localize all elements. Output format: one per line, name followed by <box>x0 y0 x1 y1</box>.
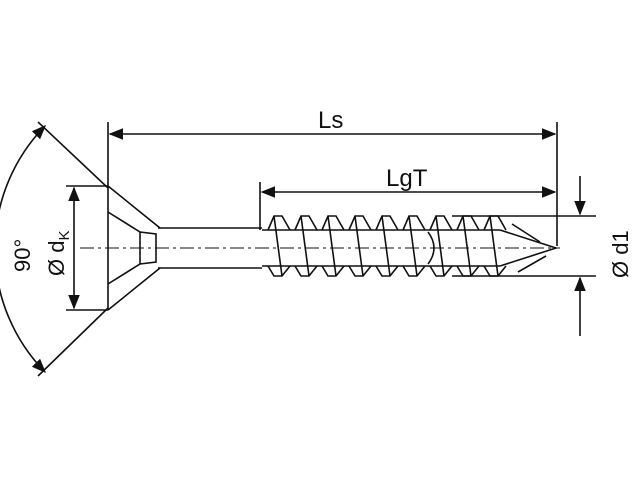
thread-crests <box>267 215 507 277</box>
thread-crest <box>321 215 345 277</box>
thread-diameter-dimension <box>500 176 596 336</box>
ls-label: Ls <box>318 107 343 134</box>
head-countersink <box>107 185 161 311</box>
thread-crest <box>267 215 291 277</box>
angle-extension-top <box>37 121 109 189</box>
screw-thread <box>262 215 559 277</box>
head-diameter-subscript: K <box>56 231 73 241</box>
thread-crest <box>483 215 507 277</box>
screw-shank <box>158 227 262 269</box>
angle-arc <box>0 124 47 374</box>
angle-label: 90° <box>10 239 35 272</box>
head-diameter-dimension <box>66 185 108 311</box>
angle-extension-bottom <box>37 307 109 377</box>
thread-crest <box>375 215 399 277</box>
thread-crest <box>429 215 453 277</box>
angle-dimension <box>0 121 109 377</box>
lgt-label: LgT <box>386 165 428 192</box>
thread-crest <box>456 215 480 277</box>
tip-thread <box>511 223 547 273</box>
thread-crest <box>348 215 372 277</box>
head-diameter-label: Ø dK <box>44 231 73 276</box>
lgt-dimension <box>259 182 557 230</box>
head-diameter-symbol: Ø d <box>44 241 69 276</box>
ls-dimension <box>107 122 558 246</box>
thread-crest <box>294 215 318 277</box>
thread-crest <box>402 215 426 277</box>
thread-diameter-label: Ø d1 <box>608 230 633 278</box>
